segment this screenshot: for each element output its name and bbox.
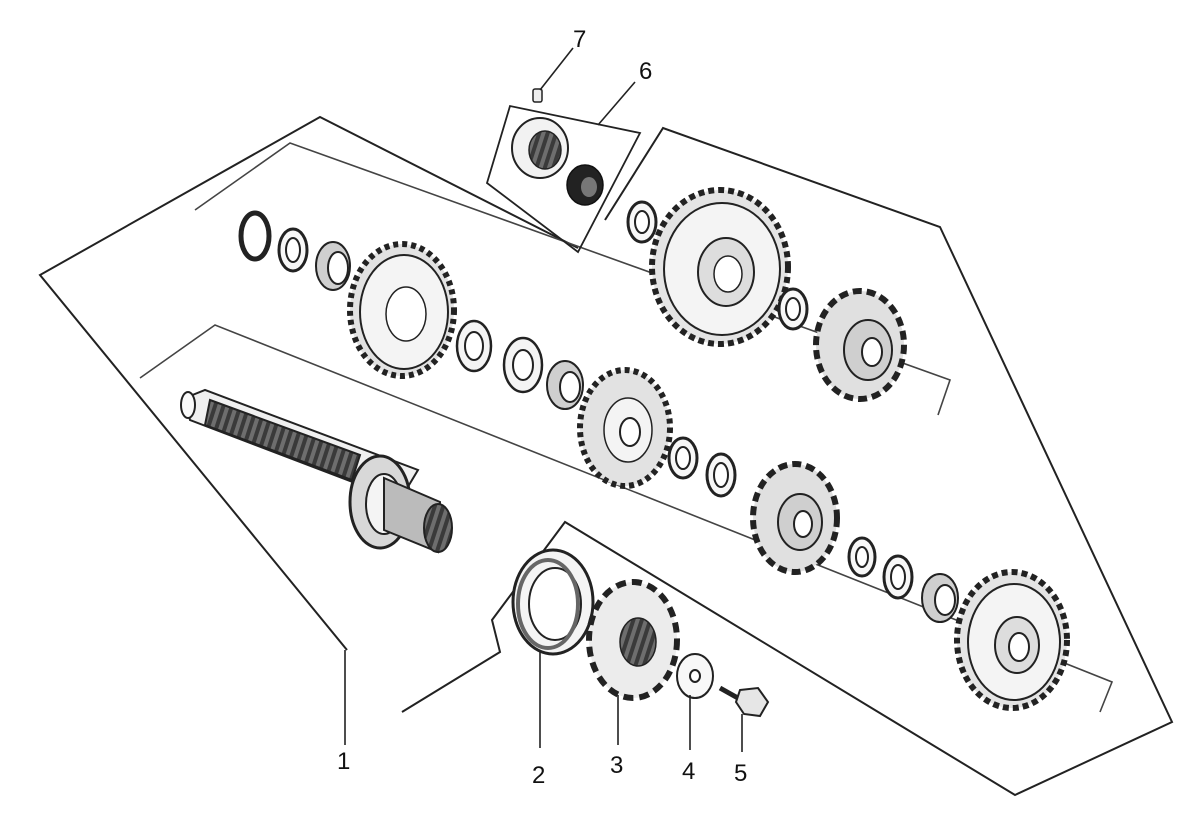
main-shaft-1: [180, 388, 453, 554]
upper-shaft-frame: [194, 142, 952, 416]
leader-lines: [344, 47, 743, 752]
needle-bearing-group-box: [485, 104, 642, 254]
outline-right: [401, 126, 1174, 797]
circlip-a: [238, 210, 272, 262]
callout-4: 4: [682, 758, 696, 785]
callout-6: 6: [639, 58, 653, 85]
callout-5: 5: [734, 760, 748, 787]
callout-3: 3: [610, 752, 624, 779]
upper-shaft-parts: [238, 187, 907, 410]
dowel-pin-7: [532, 88, 543, 103]
needle-bearing-parts: [511, 88, 604, 206]
callout-2: 2: [532, 762, 546, 789]
callout-1: 1: [337, 748, 351, 775]
callout-7: 7: [573, 26, 587, 53]
outline-left: [38, 115, 579, 651]
assembly-outline-inner: [139, 142, 1114, 713]
assembly-outline-outer: [38, 115, 1174, 797]
lower-shaft-frame: [139, 324, 1114, 713]
lower-shaft-parts: [577, 367, 1070, 711]
bolt-5-head: [734, 686, 770, 718]
output-parts: [511, 548, 770, 718]
